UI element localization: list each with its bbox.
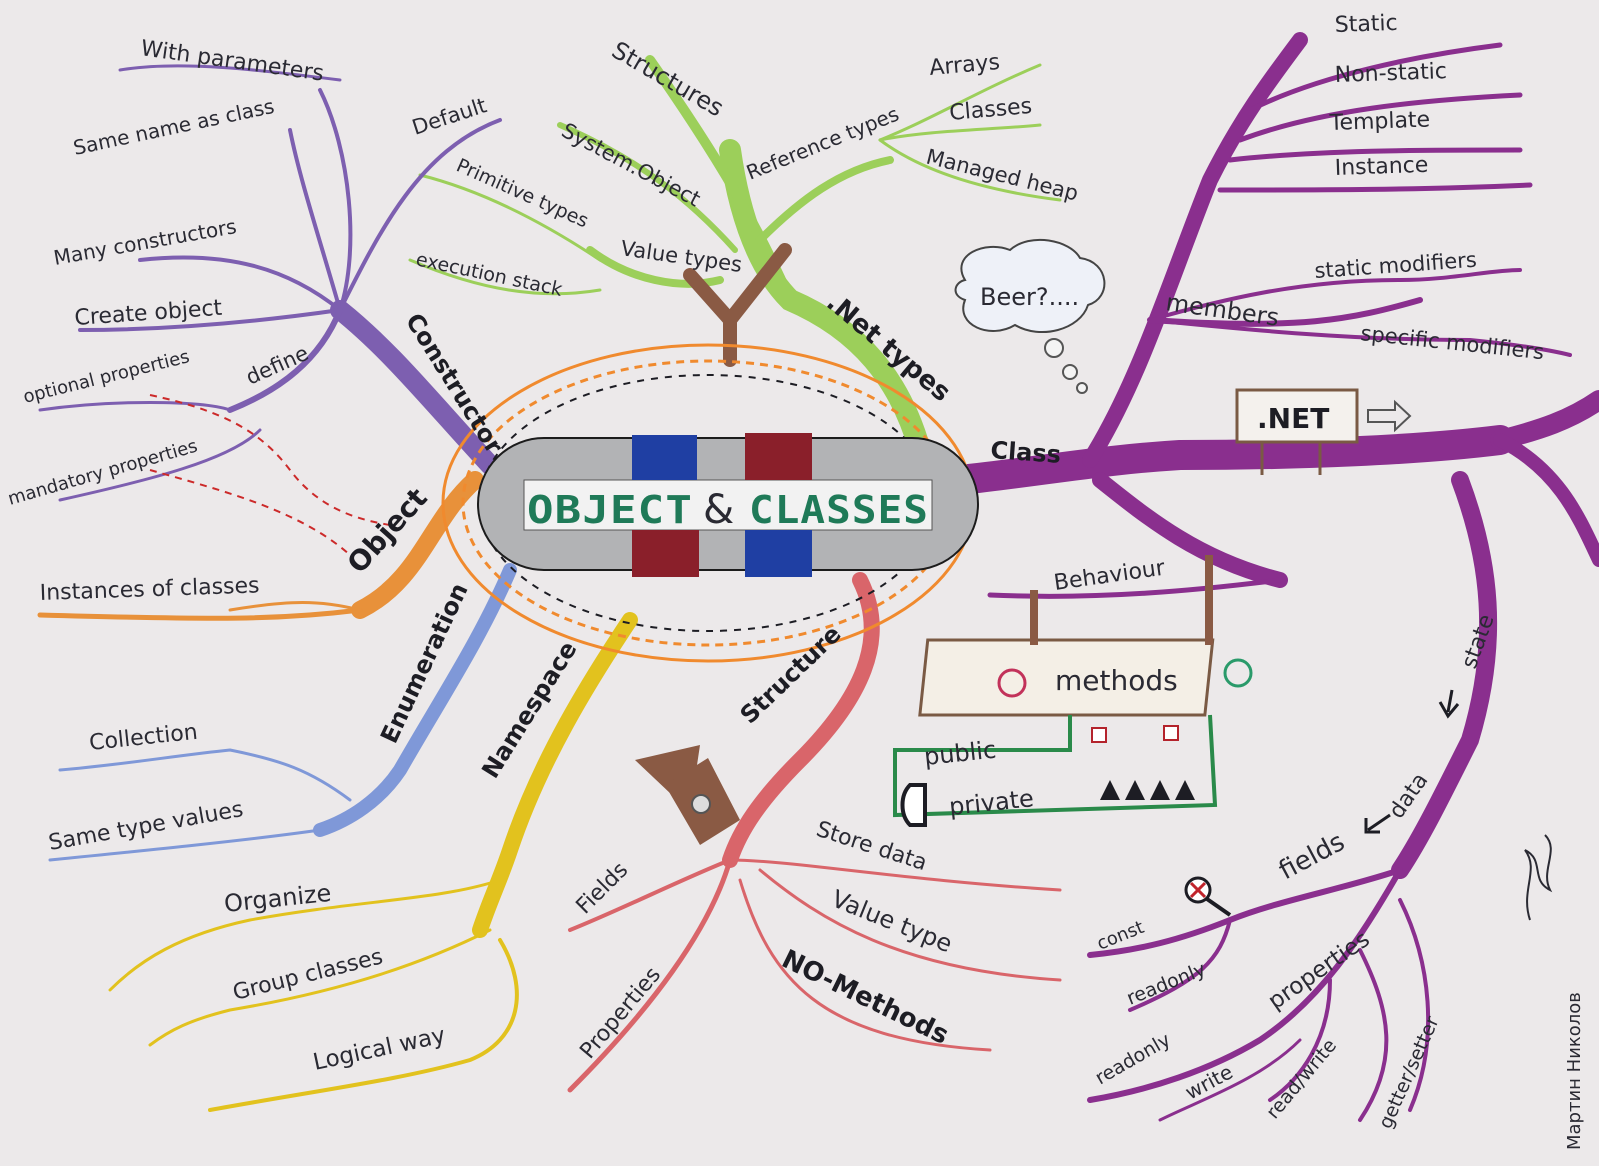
center-title-amp: &	[703, 487, 734, 533]
class-fields-label: fields	[1274, 827, 1350, 886]
class-branch-lines	[945, 32, 1599, 1122]
bubble-text: Beer?....	[980, 283, 1079, 311]
group-classes-label: Group classes	[230, 944, 385, 1005]
structures-label: Structures	[607, 36, 729, 122]
reference-types-label: Reference types	[743, 102, 902, 185]
readonly-label-1: readonly	[1124, 958, 1209, 1009]
template-label: Template	[1328, 108, 1430, 137]
house-arrow-icon	[635, 745, 740, 845]
collection-label: Collection	[88, 720, 199, 756]
data-arrow-icon	[1364, 813, 1391, 834]
tile-red-bottom	[632, 530, 699, 577]
classes-net-label: Classes	[948, 94, 1033, 126]
methods-label: methods	[1055, 664, 1178, 697]
execution-stack-label: execution stack	[414, 248, 564, 301]
enumeration-branch-lines	[48, 563, 517, 862]
net-sign-text: .NET	[1257, 402, 1329, 435]
center-title-classes: CLASSES	[749, 488, 929, 532]
author-signature: Мартин Николов	[1564, 992, 1585, 1150]
same-type-values-label: Same type values	[47, 797, 245, 856]
system-object-label: System.Object	[558, 118, 705, 211]
read-write-label: read/write	[1262, 1035, 1341, 1123]
tile-red-top	[745, 433, 812, 480]
static-label: Static	[1334, 11, 1398, 38]
tile-blue-top	[632, 435, 697, 480]
private-label: private	[948, 784, 1035, 821]
structure-branch-lines	[567, 572, 1062, 1093]
instance-label: Instance	[1334, 153, 1428, 181]
public-label: public	[923, 736, 998, 771]
instances-of-classes-label: Instances of classes	[39, 573, 260, 606]
center-title-object: OBJECT	[527, 488, 693, 532]
structure-properties-label: Properties	[575, 963, 666, 1064]
structure-fields-label: Fields	[572, 858, 634, 920]
behaviour-label: Behaviour	[1052, 556, 1167, 596]
net-types-branch-lines	[408, 55, 1062, 461]
net-signpost-icon: .NET	[1235, 388, 1412, 475]
constructor-branch-lines	[38, 64, 502, 502]
same-name-label: Same name as class	[71, 94, 276, 160]
signature-scribble	[1524, 834, 1553, 921]
namespace-branch-lines	[108, 612, 638, 1112]
beer-thought-bubble: Beer?....	[954, 238, 1106, 394]
organize-label: Organize	[223, 879, 333, 918]
non-static-label: Non-static	[1334, 59, 1447, 88]
logical-way-label: Logical way	[311, 1022, 448, 1075]
class-label: Class	[990, 436, 1062, 469]
properties-label: properties	[1264, 926, 1375, 1015]
default-label: Default	[409, 93, 489, 140]
many-constructors-label: Many constructors	[52, 214, 239, 270]
with-parameters-label: With parameters	[139, 36, 325, 86]
specific-modifiers-label: specific modifiers	[1359, 321, 1545, 364]
state-arrow-icon	[1438, 689, 1460, 719]
tile-blue-bottom	[745, 530, 812, 577]
methods-robot-icon: methods public private	[893, 555, 1253, 827]
no-entry-icon	[1184, 876, 1232, 917]
center-inner-panel	[523, 479, 933, 531]
object-branch-lines	[37, 471, 484, 621]
constructor-dashed-arrows	[149, 394, 391, 556]
arrays-label: Arrays	[928, 50, 1001, 81]
